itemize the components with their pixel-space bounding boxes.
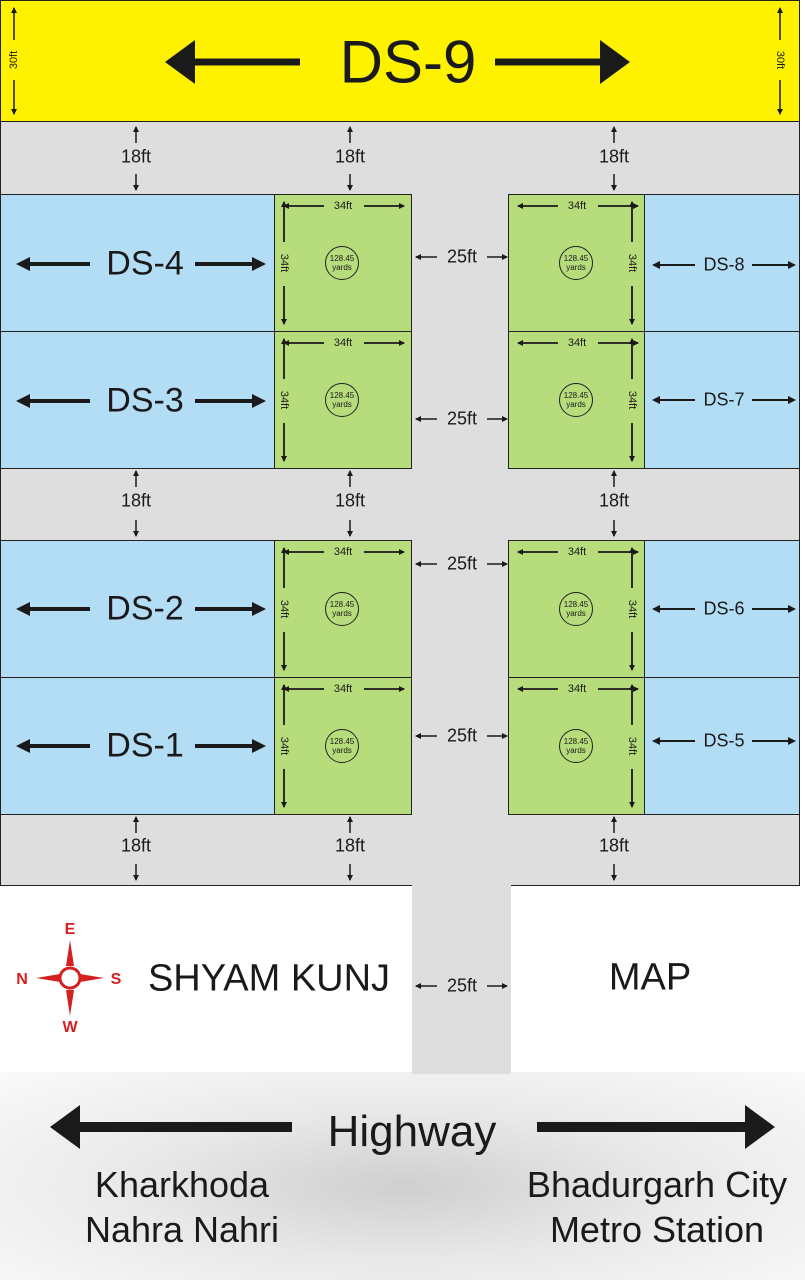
highway-label: Highway (327, 1107, 497, 1156)
plot-ds-5-label: DS-5 (701, 730, 747, 752)
area-value: 128.45 (329, 600, 355, 609)
plot-ds-4-label: DS-4 (102, 244, 188, 284)
highway-left-destination-2: Nahra Nahri (84, 1209, 280, 1250)
area-value: 128.45 (329, 737, 355, 746)
green-plot-width-label: 34ft (330, 546, 356, 558)
plot-ds-3-label: DS-3 (102, 381, 188, 421)
road-width-bot-3: 18ft (598, 835, 630, 856)
area-value: 128.45 (329, 254, 355, 263)
central-road-width-1: 25ft (446, 246, 478, 267)
green-plot-width-label: 34ft (330, 337, 356, 349)
green-plot-width-label: 34ft (564, 683, 590, 695)
area-unit: yards (332, 746, 352, 755)
road-width-mid-1: 18ft (120, 490, 152, 511)
area-unit: yards (566, 400, 586, 409)
central-road-width-4: 25ft (446, 725, 478, 746)
road-width-bot-2: 18ft (334, 835, 366, 856)
area-unit: yards (566, 263, 586, 272)
central-road-width-5: 25ft (446, 975, 478, 996)
area-unit: yards (332, 263, 352, 272)
highway-right-destination-2: Metro Station (549, 1209, 765, 1250)
green-plot-width-label: 34ft (564, 546, 590, 558)
project-name: SHYAM KUNJ (147, 957, 391, 1000)
central-road-width-2: 25ft (446, 408, 478, 429)
plot-ds-1-label: DS-1 (102, 726, 188, 766)
plot-ds-9 (0, 0, 800, 122)
compass-west: W (62, 1019, 78, 1036)
map-label: MAP (608, 956, 692, 999)
highway-left-destination-1: Kharkhoda (94, 1164, 270, 1205)
plot-ds-8-label: DS-8 (701, 254, 747, 276)
central-road (412, 884, 511, 1074)
plot-ds-6-label: DS-6 (701, 598, 747, 620)
area-unit: yards (566, 746, 586, 755)
area-value: 128.45 (563, 391, 589, 400)
area-value: 128.45 (329, 391, 355, 400)
compass-north: N (16, 971, 28, 988)
green-plot-width-label: 34ft (564, 337, 590, 349)
plot-ds-2-label: DS-2 (102, 589, 188, 629)
green-plot-width-label: 34ft (330, 683, 356, 695)
highway-area (0, 1072, 805, 1280)
road-width-mid-2: 18ft (334, 490, 366, 511)
area-value: 128.45 (563, 600, 589, 609)
area-unit: yards (566, 609, 586, 618)
road-width-top-3: 18ft (598, 146, 630, 167)
area-value: 128.45 (563, 254, 589, 263)
green-plot-width-label: 34ft (330, 200, 356, 212)
compass-east: E (64, 921, 76, 938)
area-unit: yards (332, 609, 352, 618)
road-width-top-1: 18ft (120, 146, 152, 167)
plot-ds-7-label: DS-7 (701, 389, 747, 411)
green-plot-width-label: 34ft (564, 200, 590, 212)
road-width-bot-1: 18ft (120, 835, 152, 856)
road-width-top-2: 18ft (334, 146, 366, 167)
highway-right-destination-1: Bhadurgarh City (526, 1164, 788, 1205)
area-unit: yards (332, 400, 352, 409)
plot-ds-9-label: DS-9 (339, 28, 477, 96)
central-road-width-3: 25ft (446, 553, 478, 574)
compass-south: S (110, 971, 122, 988)
area-value: 128.45 (563, 737, 589, 746)
road-width-mid-3: 18ft (598, 490, 630, 511)
